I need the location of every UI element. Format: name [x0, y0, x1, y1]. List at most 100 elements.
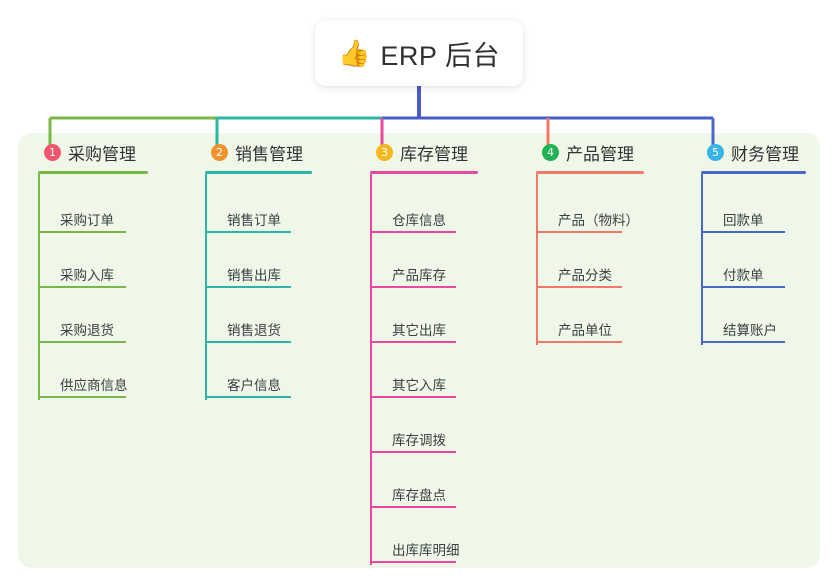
item-label: 产品（物料） [558, 213, 639, 228]
branch-title-1: 采购管理 [68, 145, 136, 164]
branch-4: 4 产品管理产品（物料） 产品分类产品单位 [536, 140, 644, 345]
item-label: 回款单 [723, 213, 764, 228]
list-item[interactable]: 回款单 [701, 209, 785, 233]
branch-title-4: 产品管理 [566, 145, 634, 164]
item-label: 采购退货 [60, 323, 114, 338]
branch-items-3: 仓库信息产品库存其它出库其它入库库存调拨库存盘点出库库明细 [370, 174, 478, 565]
branch-spine-3 [370, 174, 372, 565]
branch-badge-5: 5 [707, 144, 724, 161]
branch-badge-4: 4 [542, 144, 559, 161]
item-label: 采购订单 [60, 213, 114, 228]
item-label: 其它出库 [392, 323, 446, 338]
list-item[interactable]: 产品单位 [536, 319, 622, 343]
list-item[interactable]: 仓库信息 [370, 209, 456, 233]
list-item[interactable]: 销售订单 [205, 209, 291, 233]
list-item[interactable]: 产品库存 [370, 264, 456, 288]
item-rule [370, 561, 456, 563]
branch-badge-3: 3 [376, 144, 393, 161]
item-label: 出库库明细 [392, 543, 460, 558]
branch-rule-3 [370, 171, 478, 174]
item-label: 库存调拨 [392, 433, 446, 448]
list-item[interactable]: 结算账户 [701, 319, 785, 343]
item-rule [205, 231, 291, 233]
branch-items-2: 销售订单销售出库销售退货客户信息 [205, 174, 312, 400]
item-rule [536, 286, 622, 288]
list-item[interactable]: 采购入库 [38, 264, 126, 288]
list-item[interactable]: 库存调拨 [370, 429, 456, 453]
item-rule [701, 341, 785, 343]
item-rule [536, 231, 622, 233]
item-rule [205, 286, 291, 288]
item-rule [38, 286, 126, 288]
list-item[interactable]: 供应商信息 [38, 374, 128, 398]
list-item[interactable]: 付款单 [701, 264, 785, 288]
list-item[interactable]: 其它入库 [370, 374, 456, 398]
branch-spine-4 [536, 174, 538, 345]
item-label: 库存盘点 [392, 488, 446, 503]
branch-5: 5 财务管理回款单付款单结算账户 [701, 140, 806, 345]
list-item[interactable]: 采购订单 [38, 209, 126, 233]
branch-header-2[interactable]: 2 销售管理 [205, 140, 312, 171]
item-label: 供应商信息 [60, 378, 128, 393]
thumbs-up-icon: 👍 [338, 38, 371, 68]
branch-header-1[interactable]: 1 采购管理 [38, 140, 148, 171]
branch-items-4: 产品（物料） 产品分类产品单位 [536, 174, 644, 345]
item-label: 采购入库 [60, 268, 114, 283]
item-label: 产品分类 [558, 268, 612, 283]
branch-rule-5 [701, 171, 806, 174]
item-label: 付款单 [723, 268, 764, 283]
root-title: ERP 后台 [380, 40, 500, 71]
list-item[interactable]: 库存盘点 [370, 484, 456, 508]
branch-rule-4 [536, 171, 644, 174]
item-label: 销售退货 [227, 323, 281, 338]
item-label: 其它入库 [392, 378, 446, 393]
list-item[interactable]: 销售出库 [205, 264, 291, 288]
item-label: 结算账户 [723, 323, 777, 338]
item-rule [370, 506, 456, 508]
item-label: 产品库存 [392, 268, 446, 283]
branch-title-3: 库存管理 [400, 145, 468, 164]
item-rule [370, 286, 456, 288]
branch-items-1: 采购订单采购入库采购退货供应商信息 [38, 174, 148, 400]
item-label: 销售订单 [227, 213, 281, 228]
branch-spine-5 [701, 174, 703, 345]
branch-badge-2: 2 [211, 144, 228, 161]
item-rule [205, 341, 291, 343]
item-rule [370, 451, 456, 453]
list-item[interactable]: 产品（物料） [536, 209, 639, 233]
branch-header-3[interactable]: 3 库存管理 [370, 140, 478, 171]
branch-title-5: 财务管理 [731, 145, 799, 164]
item-label: 客户信息 [227, 378, 281, 393]
list-item[interactable]: 客户信息 [205, 374, 291, 398]
branch-header-5[interactable]: 5 财务管理 [701, 140, 806, 171]
item-rule [38, 396, 126, 398]
item-rule [370, 231, 456, 233]
branch-badge-1: 1 [44, 144, 61, 161]
item-label: 销售出库 [227, 268, 281, 283]
list-item[interactable]: 销售退货 [205, 319, 291, 343]
branch-1: 1 采购管理采购订单采购入库采购退货供应商信息 [38, 140, 148, 400]
item-label: 仓库信息 [392, 213, 446, 228]
branch-items-5: 回款单付款单结算账户 [701, 174, 806, 345]
branch-rule-1 [38, 171, 148, 174]
branch-3: 3 库存管理仓库信息产品库存其它出库其它入库库存调拨库存盘点出库库明细 [370, 140, 478, 565]
item-rule [370, 396, 456, 398]
list-item[interactable]: 其它出库 [370, 319, 456, 343]
item-rule [205, 396, 291, 398]
item-rule [701, 231, 785, 233]
item-rule [38, 341, 126, 343]
diagram-panel [18, 133, 820, 568]
item-rule [701, 286, 785, 288]
item-rule [370, 341, 456, 343]
list-item[interactable]: 出库库明细 [370, 539, 460, 563]
branch-header-4[interactable]: 4 产品管理 [536, 140, 644, 171]
branch-2: 2 销售管理销售订单销售出库销售退货客户信息 [205, 140, 312, 400]
item-rule [38, 231, 126, 233]
root-node[interactable]: 👍 ERP 后台 [315, 20, 523, 86]
item-label: 产品单位 [558, 323, 612, 338]
branch-title-2: 销售管理 [235, 145, 303, 164]
branch-rule-2 [205, 171, 312, 174]
item-rule [536, 341, 622, 343]
list-item[interactable]: 采购退货 [38, 319, 126, 343]
list-item[interactable]: 产品分类 [536, 264, 622, 288]
